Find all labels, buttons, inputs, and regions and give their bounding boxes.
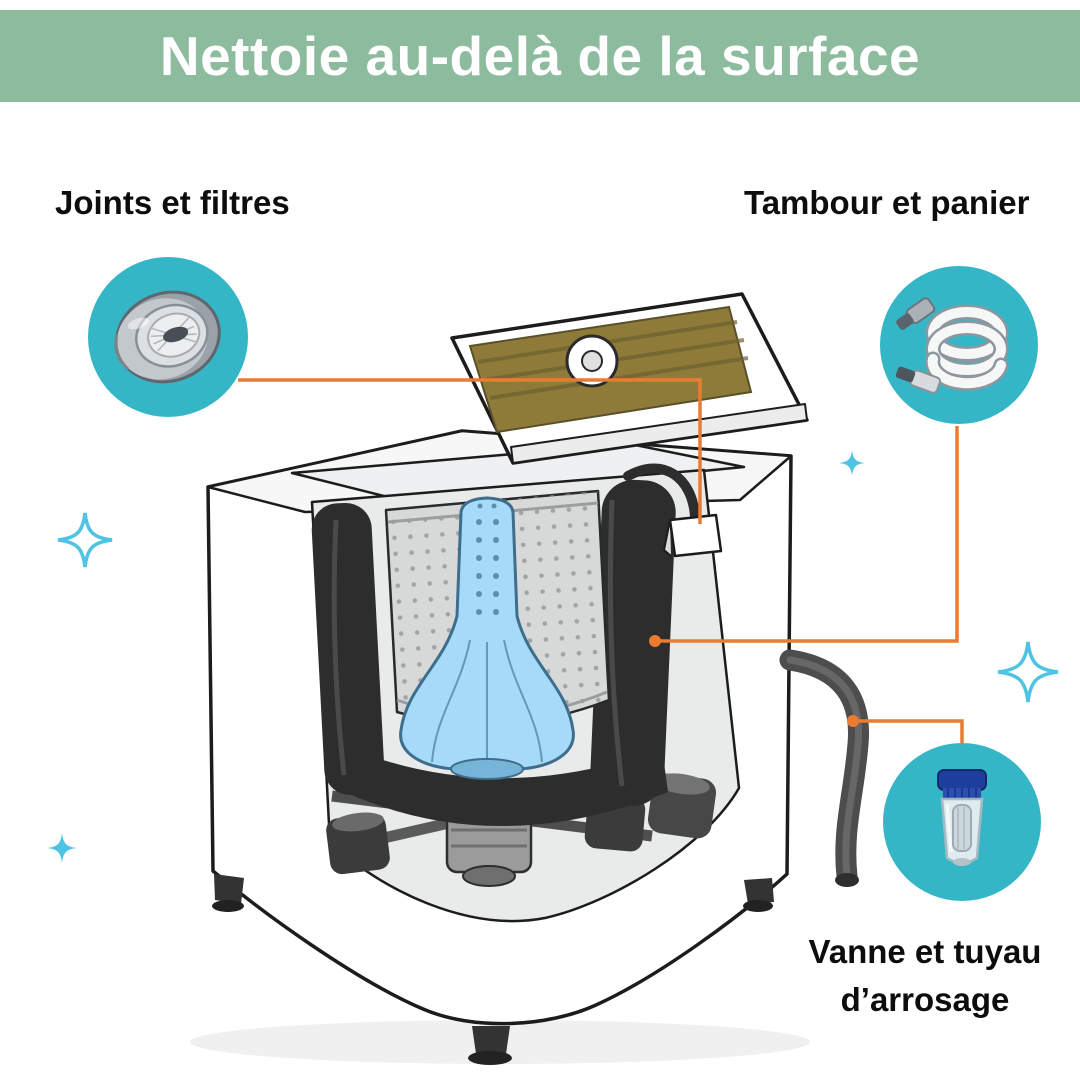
label-vanne-line1: Vanne et tuyau <box>808 933 1042 970</box>
page-title: Nettoie au-delà de la surface <box>159 25 921 87</box>
machine-body <box>206 429 793 1026</box>
label-joints-filtres: Joints et filtres <box>55 184 290 221</box>
sparkle-icon <box>47 833 77 863</box>
sparkle-icon <box>998 642 1058 702</box>
joints-filtres-bubble <box>88 257 248 417</box>
label-tambour-panier: Tambour et panier <box>744 184 1030 221</box>
cutaway-interior <box>310 468 741 923</box>
sparkle-icon <box>839 450 865 476</box>
lid-panel <box>450 292 809 465</box>
water-filter-icon <box>937 769 987 866</box>
tambour-panier-bubble <box>880 266 1038 424</box>
vanne-tuyau-bubble <box>883 743 1041 901</box>
motor <box>445 771 533 887</box>
sparkle-icon <box>58 513 112 567</box>
header-banner: Nettoie au-delà de la surface <box>0 10 1080 102</box>
label-vanne-line2: d’arrosage <box>840 980 1010 1018</box>
outer-tub <box>311 479 676 827</box>
fill-valve-box <box>662 513 723 558</box>
label-vanne-tuyau: Vanne et tuyau d’arrosage <box>785 928 1065 1024</box>
fill-pipe <box>623 463 700 521</box>
dampers <box>326 773 717 875</box>
inner-basket <box>384 489 611 726</box>
control-panel <box>468 305 753 434</box>
feet <box>212 874 774 1065</box>
drain-hose <box>779 649 870 887</box>
connector-vanne <box>847 715 964 743</box>
suspension-frame <box>331 772 653 854</box>
top-deck <box>206 429 793 514</box>
inlet-hose-icon <box>895 297 1009 394</box>
dial-knob <box>565 334 619 388</box>
seal-filter-icon <box>113 290 221 384</box>
lid-open <box>450 292 809 465</box>
floor-shadow <box>190 1020 810 1064</box>
deck-rim-opening <box>290 442 746 502</box>
connector-joints <box>238 378 702 524</box>
agitator <box>399 496 575 780</box>
connector-tambour <box>649 426 959 647</box>
